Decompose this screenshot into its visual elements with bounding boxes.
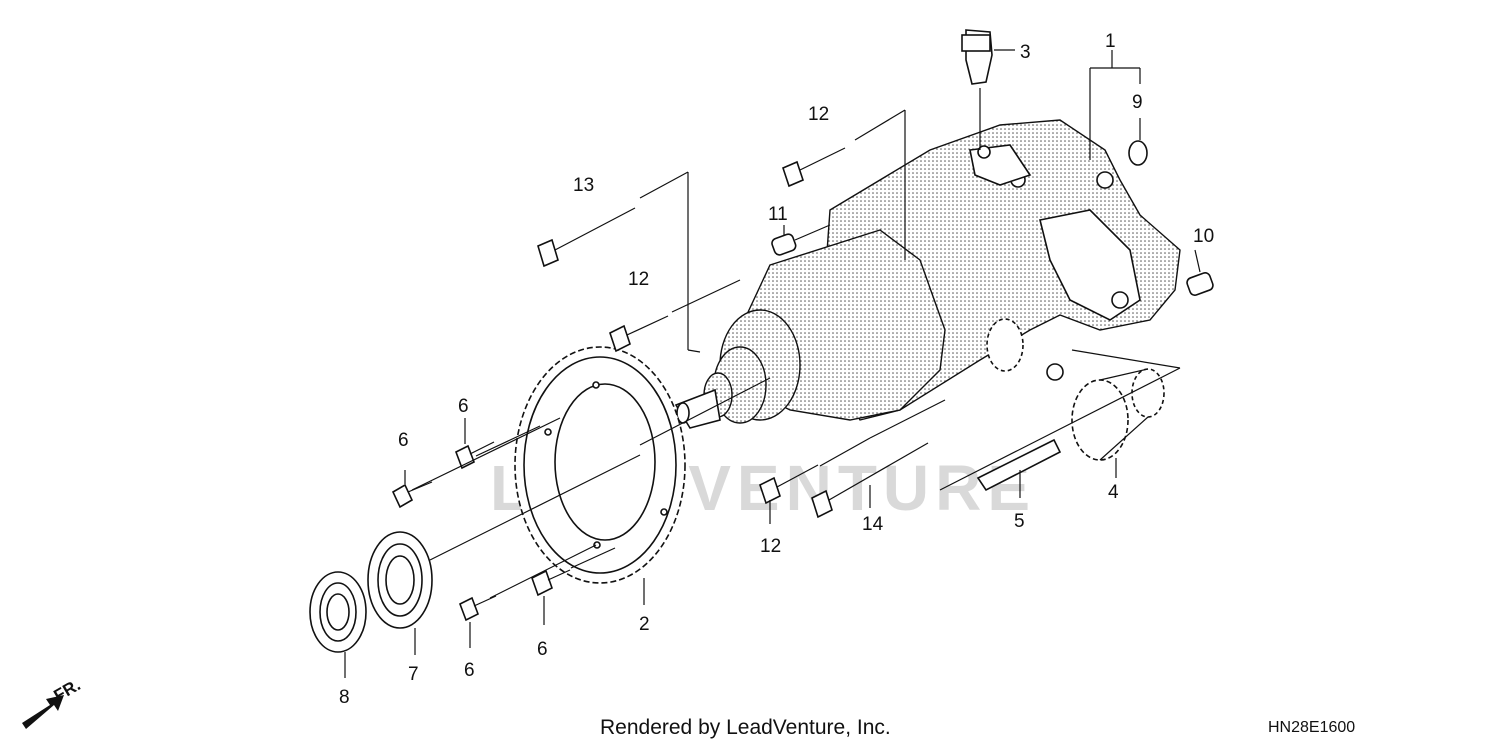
label-part-1: 1 bbox=[1105, 31, 1116, 52]
label-part-7: 7 bbox=[408, 664, 419, 685]
label-part-4: 4 bbox=[1108, 482, 1119, 503]
dowel-pin-10 bbox=[1186, 272, 1214, 296]
pin-shaft-5 bbox=[976, 438, 1062, 492]
bolt-6-c bbox=[458, 595, 497, 622]
label-part-3: 3 bbox=[1020, 42, 1031, 63]
ring-gear bbox=[514, 346, 686, 584]
case-gear bbox=[986, 318, 1024, 372]
diagram-code: HN28E1600 bbox=[1268, 719, 1356, 736]
label-part-6-upper: 6 bbox=[458, 396, 469, 417]
bolt-14 bbox=[811, 442, 929, 519]
label-part-5: 5 bbox=[1014, 511, 1025, 532]
o-ring-9 bbox=[1128, 140, 1148, 166]
label-part-12-top: 12 bbox=[808, 104, 829, 125]
label-part-12-bottom: 12 bbox=[760, 536, 781, 557]
bolt-12-b bbox=[609, 315, 669, 353]
drive-gear-4 bbox=[1071, 368, 1165, 461]
front-direction-arrow-icon: FR. bbox=[22, 675, 84, 729]
bearing-8 bbox=[309, 571, 367, 653]
leader-lines bbox=[344, 49, 1201, 678]
label-part-10: 10 bbox=[1193, 226, 1214, 247]
render-credit: Rendered by LeadVenture, Inc. bbox=[600, 716, 891, 739]
bearing-7 bbox=[367, 531, 433, 629]
main-shaft-assembly bbox=[674, 229, 946, 429]
bolt-6-b bbox=[454, 441, 495, 470]
label-part-8: 8 bbox=[339, 687, 350, 708]
label-part-6-right: 6 bbox=[537, 639, 548, 660]
label-part-14: 14 bbox=[862, 514, 884, 535]
bolt-12-a bbox=[782, 147, 846, 188]
bolt-13 bbox=[537, 207, 636, 268]
bolt-6-d bbox=[531, 569, 571, 597]
label-part-13: 13 bbox=[573, 175, 594, 196]
bolt-6-a bbox=[391, 481, 433, 509]
label-part-11: 11 bbox=[768, 204, 788, 225]
bolt-12-c bbox=[759, 464, 819, 505]
label-part-6-bottom: 6 bbox=[464, 660, 475, 681]
dowel-pin-11 bbox=[771, 233, 797, 256]
label-part-9: 9 bbox=[1132, 92, 1143, 113]
speed-sensor-3 bbox=[961, 29, 993, 85]
label-part-6-left: 6 bbox=[398, 430, 409, 451]
label-part-2: 2 bbox=[639, 614, 650, 635]
label-part-12-mid: 12 bbox=[628, 269, 649, 290]
